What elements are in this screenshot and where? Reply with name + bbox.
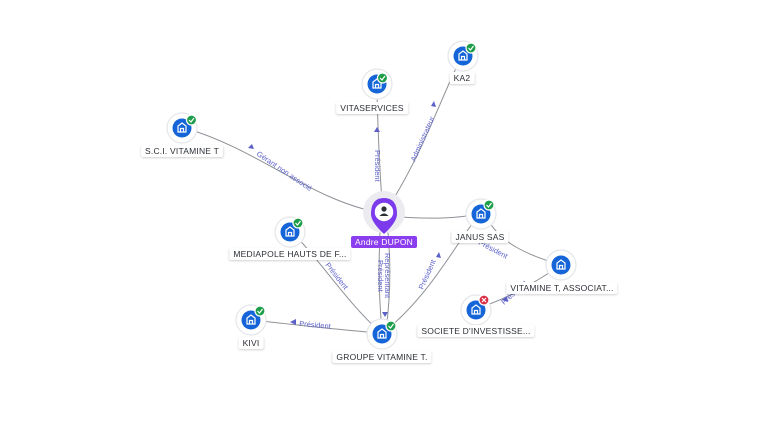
node-person-center[interactable] <box>363 191 405 234</box>
edge-label-vitaservices: Président <box>373 150 382 183</box>
edge-label-janus-groupe: Président <box>417 257 438 290</box>
node-societe-investissement[interactable] <box>460 294 492 326</box>
node-label-mediapole[interactable]: MEDIAPOLE HAUTS DE F... <box>229 248 351 260</box>
edge-label-mediapole: Président <box>323 261 350 292</box>
arrow-groupe <box>382 312 388 317</box>
node-label-vitamine-t-association[interactable]: VITAMINE T, ASSOCIAT... <box>506 282 618 294</box>
edge-sci <box>184 127 382 214</box>
node-label-vitaservices[interactable]: VITASERVICES <box>336 102 408 114</box>
edge-label-groupe1: Président <box>376 260 385 293</box>
node-sci-vitamine-t[interactable] <box>166 112 198 144</box>
node-vitaservices[interactable] <box>361 68 393 100</box>
verified-check-icon <box>465 42 477 54</box>
node-label-kivi[interactable]: KIVI <box>238 337 264 349</box>
building-icon <box>471 304 481 315</box>
building-icon <box>556 259 566 270</box>
arrow-vitaservices <box>374 127 380 132</box>
arrow-ka2 <box>431 101 436 107</box>
verified-check-icon <box>292 217 304 229</box>
building-icon <box>246 314 256 325</box>
arrow-sci <box>248 144 254 149</box>
arrow-assoc-soc <box>502 296 508 302</box>
verified-check-icon <box>376 72 389 84</box>
node-mediapole[interactable] <box>274 216 306 248</box>
node-kivi[interactable] <box>235 304 267 336</box>
edge-janus-groupe <box>383 215 479 333</box>
building-icon <box>476 208 486 219</box>
node-label-janus-sas[interactable]: JANUS SAS <box>451 231 509 243</box>
person-icon <box>379 206 389 216</box>
node-label-societe-investissement[interactable]: SOCIETE D'INVESTISSE... <box>417 325 535 337</box>
node-label-ka2[interactable]: KA2 <box>449 72 475 84</box>
arrow-kivi <box>290 319 296 325</box>
building-icon <box>285 226 295 237</box>
verified-check-icon <box>185 114 198 126</box>
node-janus-sas[interactable] <box>465 198 497 230</box>
node-groupe-vitamine-t[interactable] <box>366 318 398 350</box>
center-person-label[interactable]: Andre DUPON <box>351 236 417 248</box>
building-icon <box>458 50 468 61</box>
verified-check-icon <box>483 199 495 211</box>
verified-check-icon <box>254 305 266 317</box>
edge-label-ka2: Administrateur <box>409 115 437 163</box>
edge-label-sci: Gérant non associé <box>255 149 314 193</box>
node-label-groupe-vitamine-t[interactable]: GROUPE VITAMINE T. <box>332 351 432 363</box>
node-ka2[interactable] <box>447 40 479 72</box>
building-icon <box>177 122 187 133</box>
edge-label-kivi: Président <box>299 319 332 331</box>
verified-check-icon <box>385 320 397 332</box>
node-label-sci-vitamine-t[interactable]: S.C.I. VITAMINE T <box>141 145 223 157</box>
edge-label-groupe2: Représentant <box>383 253 392 299</box>
arrow-janus-groupe <box>436 252 441 258</box>
node-vitamine-t-association[interactable] <box>545 249 577 281</box>
building-icon <box>377 328 387 339</box>
